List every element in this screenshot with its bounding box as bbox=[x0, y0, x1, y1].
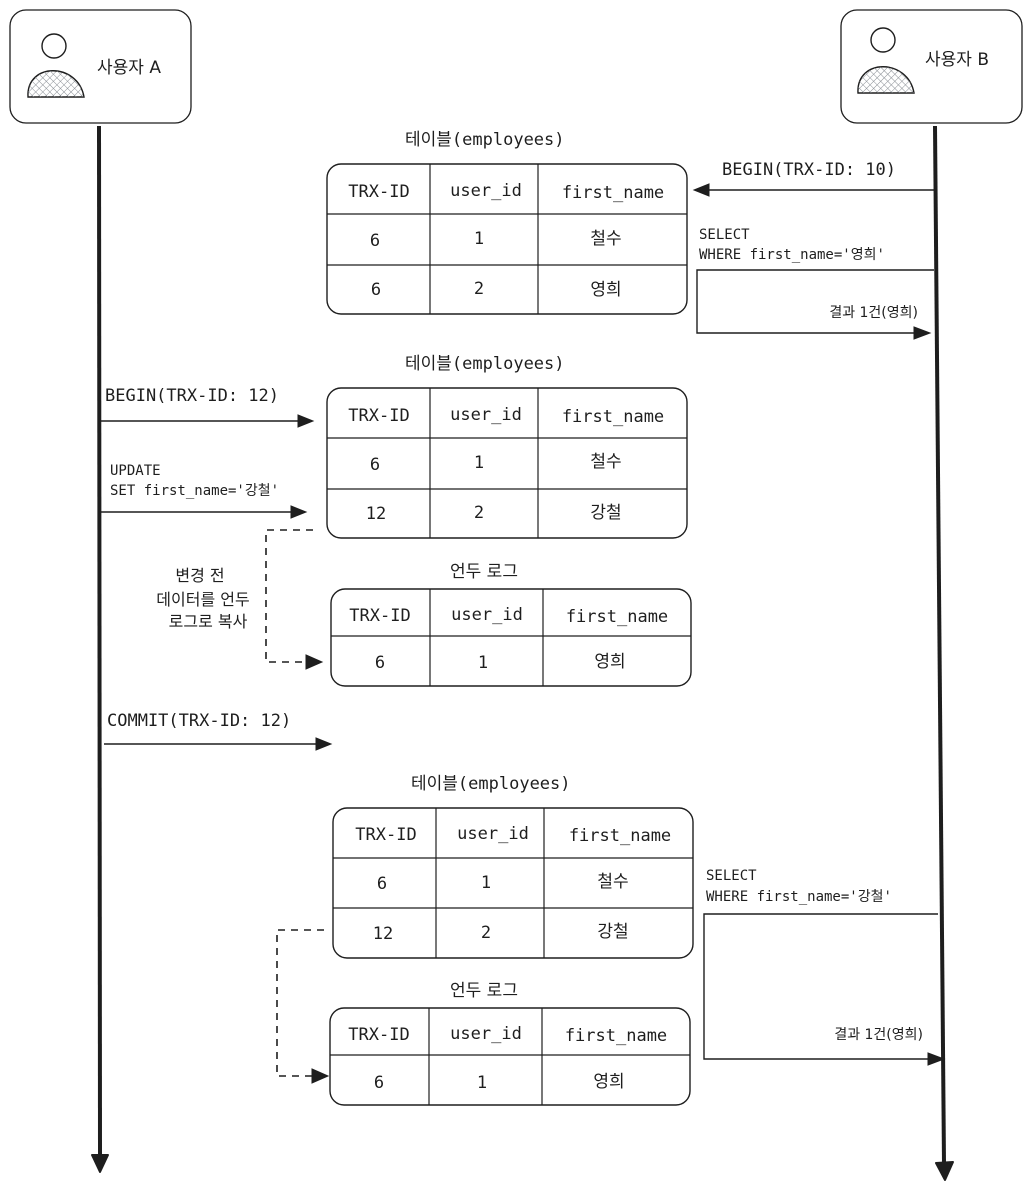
cell: 1 bbox=[477, 1073, 487, 1093]
undo-log-1: 언두 로그 TRX-ID user_id first_name 6 1 영희 bbox=[330, 562, 692, 687]
arrow-right-icon bbox=[305, 654, 324, 670]
cell: 철수 bbox=[590, 229, 621, 249]
lifeline-a bbox=[91, 125, 109, 1173]
cell: 12 bbox=[373, 924, 393, 944]
arrow-right-icon bbox=[290, 505, 308, 519]
header-first-name: first_name bbox=[565, 1026, 667, 1046]
cell: 1 bbox=[478, 653, 488, 673]
cell: 철수 bbox=[590, 452, 621, 472]
header-first-name: first_name bbox=[562, 407, 664, 427]
cell: 2 bbox=[474, 503, 484, 523]
b-select-1: SELECT WHERE first_name='영희' 결과 1건(영희) bbox=[696, 227, 934, 340]
header-trx-id: TRX-ID bbox=[349, 606, 410, 626]
cell: 1 bbox=[481, 873, 491, 893]
user-icon bbox=[857, 27, 915, 94]
header-user-id: user_id bbox=[450, 405, 522, 425]
message-label: BEGIN(TRX-ID: 10) bbox=[722, 160, 896, 180]
cell: 1 bbox=[474, 229, 484, 249]
undo-copy-note: 변경 전 데이터를 언두 로그로 복사 bbox=[156, 529, 324, 670]
undo-log-2: 언두 로그 TRX-ID user_id first_name 6 1 영희 bbox=[329, 981, 691, 1106]
header-first-name: first_name bbox=[566, 607, 668, 627]
table-caption: 테이블(employees) bbox=[405, 354, 565, 374]
arrow-right-icon bbox=[913, 326, 932, 340]
table-employees-2: 테이블(employees) TRX-ID user_id first_name… bbox=[326, 354, 688, 539]
cell: 강철 bbox=[597, 922, 628, 942]
header-trx-id: TRX-ID bbox=[348, 1025, 409, 1045]
arrow-right-icon bbox=[297, 414, 315, 428]
result-label: 결과 1건(영희) bbox=[829, 305, 918, 321]
header-trx-id: TRX-ID bbox=[348, 406, 409, 426]
cell: 2 bbox=[481, 923, 491, 943]
header-user-id: user_id bbox=[450, 181, 522, 201]
cell: 6 bbox=[375, 653, 385, 673]
header-first-name: first_name bbox=[569, 826, 671, 846]
cell: 강철 bbox=[590, 503, 621, 523]
query-line: WHERE first_name='강철' bbox=[706, 889, 892, 905]
cell: 6 bbox=[370, 455, 380, 475]
note-line: 변경 전 bbox=[175, 566, 224, 585]
b-begin-message: BEGIN(TRX-ID: 10) bbox=[692, 160, 934, 197]
query-line: SELECT bbox=[706, 868, 757, 884]
cell: 영희 bbox=[593, 1072, 624, 1092]
query-line: SET first_name='강철' bbox=[110, 483, 279, 499]
cell: 6 bbox=[371, 280, 381, 300]
a-commit-message: COMMIT(TRX-ID: 12) bbox=[104, 711, 333, 751]
message-label: BEGIN(TRX-ID: 12) bbox=[105, 386, 279, 406]
cell: 1 bbox=[474, 453, 484, 473]
note-line: 로그로 복사 bbox=[169, 612, 248, 631]
header-first-name: first_name bbox=[562, 183, 664, 203]
note-line: 데이터를 언두 bbox=[156, 590, 249, 609]
a-update-message: UPDATE SET first_name='강철' bbox=[100, 463, 308, 519]
table-caption: 테이블(employees) bbox=[405, 130, 565, 150]
cell: 12 bbox=[366, 504, 386, 524]
cell: 영희 bbox=[594, 652, 625, 672]
actor-a: 사용자 A bbox=[9, 9, 192, 124]
query-line: WHERE first_name='영희' bbox=[699, 247, 885, 263]
undo-link bbox=[276, 929, 330, 1084]
actor-a-label: 사용자 A bbox=[97, 58, 161, 78]
lifeline-b bbox=[933, 125, 954, 1181]
table-employees-1: 테이블(employees) TRX-ID user_id first_name… bbox=[326, 130, 688, 315]
a-begin-message: BEGIN(TRX-ID: 12) bbox=[100, 386, 315, 428]
table-caption: 언두 로그 bbox=[450, 562, 518, 582]
header-user-id: user_id bbox=[450, 1024, 522, 1044]
arrow-right-icon bbox=[311, 1068, 330, 1084]
query-line: SELECT bbox=[699, 227, 750, 243]
cell: 6 bbox=[377, 874, 387, 894]
user-icon bbox=[27, 33, 85, 98]
query-line: UPDATE bbox=[110, 463, 161, 479]
header-user-id: user_id bbox=[451, 605, 523, 625]
actor-b-label: 사용자 B bbox=[925, 50, 989, 70]
result-label: 결과 1건(영희) bbox=[834, 1027, 923, 1043]
message-label: COMMIT(TRX-ID: 12) bbox=[107, 711, 291, 731]
arrow-right-icon bbox=[315, 737, 333, 751]
header-user-id: user_id bbox=[457, 824, 529, 844]
table-employees-3: 테이블(employees) TRX-ID user_id first_name… bbox=[332, 774, 694, 959]
cell: 6 bbox=[370, 231, 380, 251]
header-trx-id: TRX-ID bbox=[355, 825, 416, 845]
actor-b: 사용자 B bbox=[840, 9, 1023, 124]
cell: 2 bbox=[474, 279, 484, 299]
header-trx-id: TRX-ID bbox=[348, 182, 409, 202]
b-select-2: SELECT WHERE first_name='강철' 결과 1건(영희) bbox=[703, 868, 946, 1066]
table-caption: 테이블(employees) bbox=[411, 774, 571, 794]
cell: 6 bbox=[374, 1073, 384, 1093]
cell: 영희 bbox=[590, 280, 621, 300]
cell: 철수 bbox=[597, 872, 628, 892]
table-caption: 언두 로그 bbox=[450, 981, 518, 1001]
arrow-left-icon bbox=[692, 183, 710, 197]
arrow-right-icon bbox=[927, 1052, 946, 1066]
